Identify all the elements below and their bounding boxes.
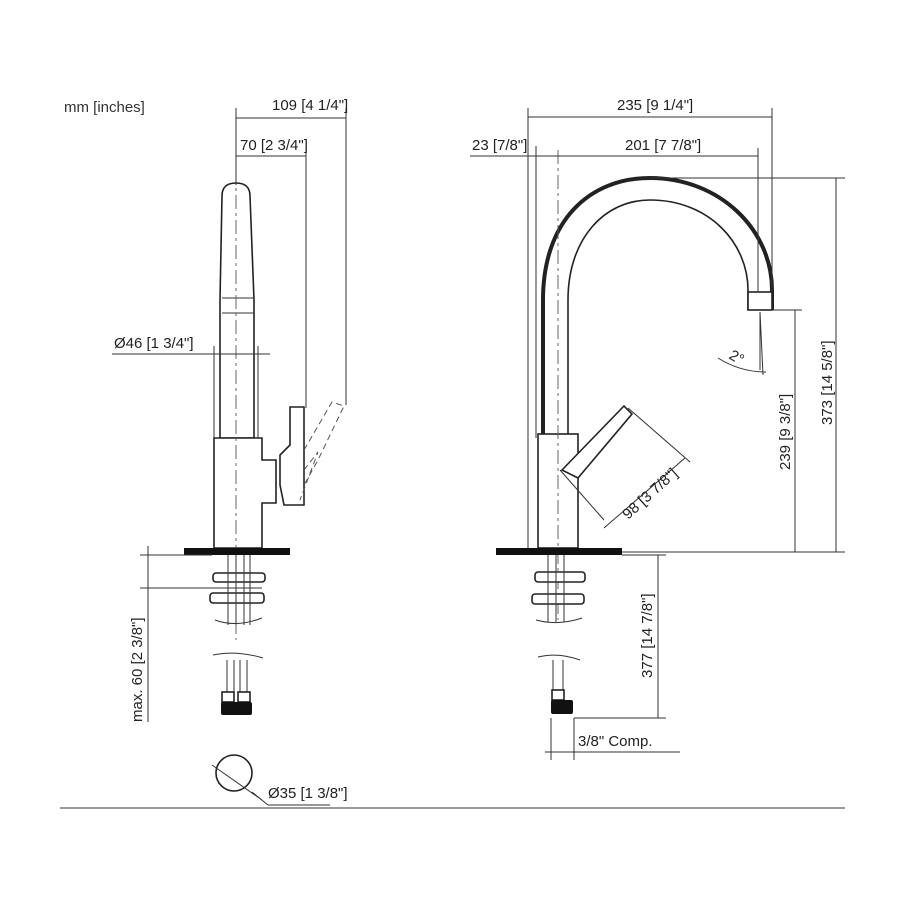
hose-section [215, 754, 253, 792]
side-view: 109 [4 1/4"] 70 [2 3/4"] Ø46 [1 3/4"] ma… [112, 97, 348, 806]
dim-reach-total: 235 [9 1/4"] [617, 97, 693, 114]
dim-hose-length: 377 [14 7/8"] [639, 593, 656, 678]
dim-reach-offset: 23 [7/8"] [472, 137, 527, 154]
units-label: mm [inches] [64, 99, 145, 116]
front-deck-plate [496, 548, 622, 555]
dim-height-total: 373 [14 5/8"] [819, 340, 836, 425]
side-spout [219, 182, 255, 439]
dim-hose-diameter: Ø35 [1 3/8"] [268, 785, 348, 802]
side-deck-plate [184, 548, 290, 555]
front-view: 235 [9 1/4"] 201 [7 7/8"] 23 [7/8"] 373 … [470, 97, 845, 760]
dim-left-lever: 70 [2 3/4"] [240, 137, 308, 154]
dim-left-overall: 109 [4 1/4"] [272, 97, 348, 114]
dim-height-spout: 239 [9 3/8"] [777, 394, 794, 470]
dim-lever-length: 98 [3 7/8"] [619, 465, 681, 523]
dim-connection: 3/8" Comp. [578, 733, 653, 750]
dim-angle: 2° [726, 347, 747, 369]
side-lever [279, 406, 305, 506]
dim-max-deck: max. 60 [2 3/8"] [129, 617, 146, 722]
dim-reach-spout: 201 [7 7/8"] [625, 137, 701, 154]
dim-body-diameter: Ø46 [1 3/4"] [114, 335, 194, 352]
side-body [213, 437, 277, 549]
front-lever [560, 404, 634, 479]
